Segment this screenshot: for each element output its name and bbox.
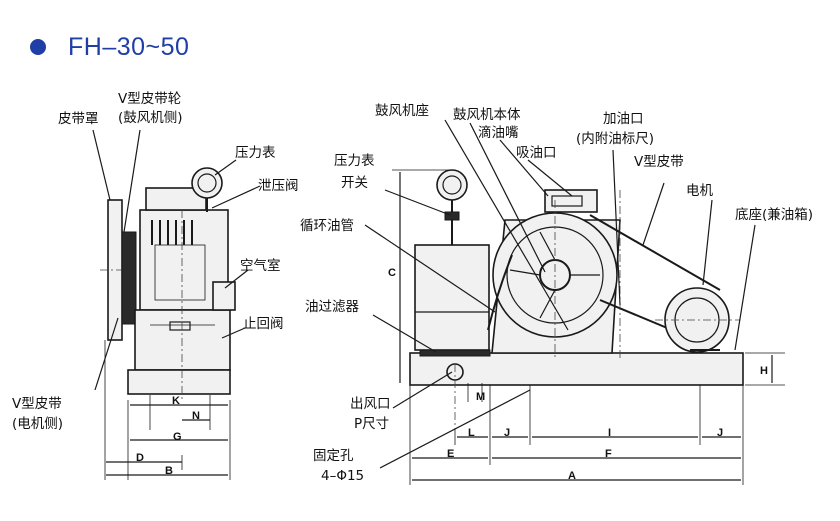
motor-body — [134, 309, 231, 371]
dim-H: H — [760, 365, 768, 377]
dim-L: L — [468, 427, 475, 439]
label-belt-cover: 皮带罩 — [58, 111, 99, 127]
air-chamber-tank — [414, 244, 490, 351]
label-oil-filler-line2: (内附油标尺) — [576, 131, 654, 147]
label-outlet-line2: P尺寸 — [354, 416, 389, 432]
label-v-belt-motor-line2: (电机侧) — [12, 416, 63, 432]
dim-B: B — [165, 465, 173, 477]
label-v-belt-right: V型皮带 — [634, 154, 684, 170]
label-v-belt-motor-line1: V型皮带 — [12, 396, 62, 412]
base-tank — [409, 352, 744, 386]
label-fix-hole-line1: 固定孔 — [313, 448, 354, 464]
front-view — [364, 119, 785, 485]
label-oil-filler-line1: 加油口 — [603, 111, 644, 127]
dim-J1: J — [504, 427, 510, 439]
circulating-pipe — [487, 254, 513, 331]
bullet-icon — [30, 39, 46, 55]
dim-K: K — [172, 395, 180, 407]
label-fix-hole-line2: 4–Φ15 — [321, 468, 364, 484]
dim-F: F — [605, 448, 612, 460]
dim-C: C — [388, 267, 396, 279]
pressure-gauge-right — [436, 169, 468, 201]
dim-E: E — [447, 448, 454, 460]
label-air-chamber: 空气室 — [240, 257, 281, 274]
label-v-pulley-line1: V型皮带轮 — [118, 91, 181, 107]
label-switch: 开关 — [341, 175, 368, 191]
motor-pulley — [664, 287, 730, 353]
label-check-valve: 止回阀 — [243, 316, 284, 332]
label-relief-valve: 泄压阀 — [258, 178, 299, 194]
dim-M: M — [476, 391, 485, 403]
label-outlet-line1: 出风口 — [350, 396, 391, 412]
label-oil-suction: 吸油口 — [516, 145, 557, 161]
pulley — [121, 231, 137, 325]
dim-A: A — [568, 470, 576, 482]
label-pressure-gauge-left: 压力表 — [235, 145, 276, 161]
dim-G: G — [173, 431, 182, 443]
label-base: 底座(兼油箱) — [735, 207, 813, 223]
title-row: FH–30~50 — [30, 30, 189, 64]
label-pressure-gauge-right: 压力表 — [334, 153, 375, 169]
label-v-pulley-line2: (鼓风机侧) — [118, 110, 183, 126]
label-circulating-pipe: 循环油管 — [300, 218, 354, 234]
side-view — [92, 129, 261, 480]
oil-filter — [419, 349, 491, 357]
label-oil-filter: 油过滤器 — [305, 299, 359, 315]
dim-I: I — [608, 427, 611, 439]
label-blower-seat: 鼓风机座 — [375, 103, 429, 119]
label-blower-body: 鼓风机本体 — [453, 107, 521, 123]
dim-D: D — [136, 452, 144, 464]
dim-N: N — [192, 410, 200, 422]
dim-J2: J — [717, 427, 723, 439]
label-motor: 电机 — [686, 183, 714, 199]
label-drip-nozzle: 滴油嘴 — [478, 124, 519, 141]
page-title: FH–30~50 — [68, 32, 190, 61]
